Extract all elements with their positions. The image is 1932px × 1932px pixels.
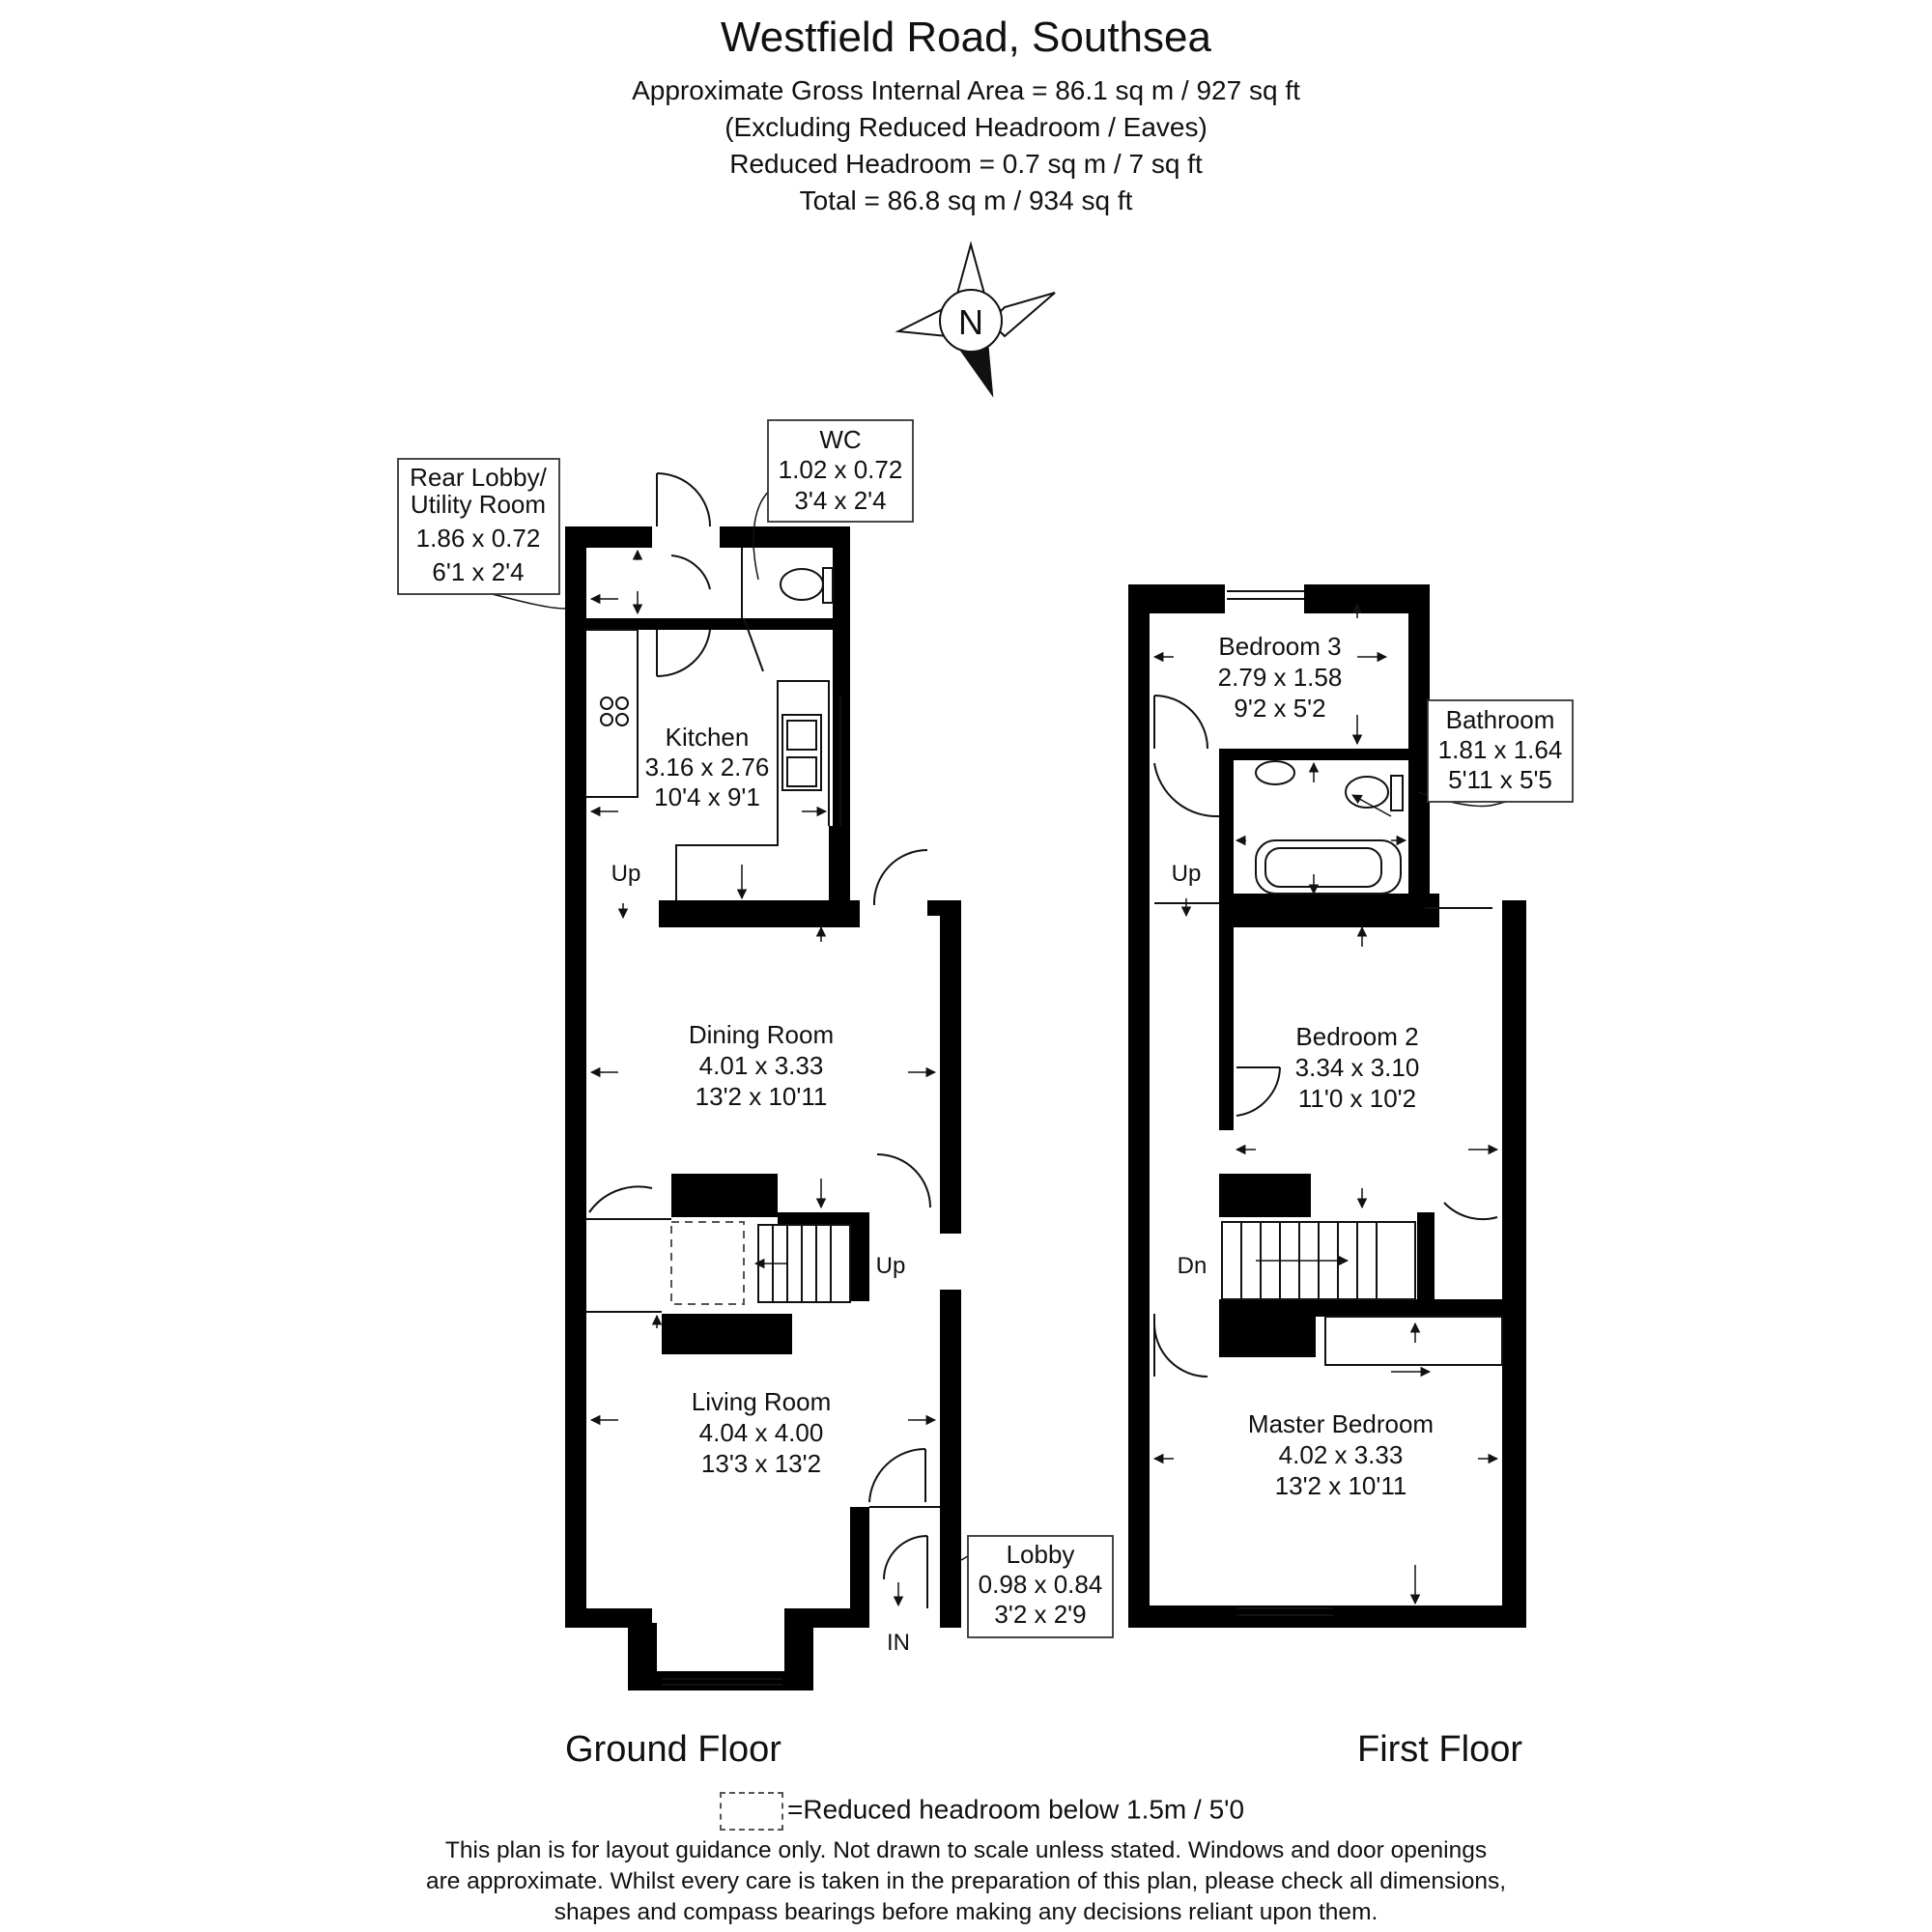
kitchen-imperial: 10'4 x 9'1 xyxy=(654,782,760,811)
living-metric: 4.04 x 4.00 xyxy=(699,1418,824,1447)
bedroom2-metric: 3.34 x 3.10 xyxy=(1295,1053,1420,1082)
area-line: Approximate Gross Internal Area = 86.1 s… xyxy=(632,75,1300,105)
ground-floor-label: Ground Floor xyxy=(565,1729,781,1770)
area-line: Total = 86.8 sq m / 934 sq ft xyxy=(799,185,1133,215)
compass-icon: N xyxy=(895,241,1056,398)
first-floor-walls xyxy=(1128,584,1526,1628)
dining-metric: 4.01 x 3.33 xyxy=(699,1051,824,1080)
bathroom-name: Bathroom xyxy=(1446,705,1555,734)
up-label: Up xyxy=(1172,861,1202,887)
disclaimer-line: This plan is for layout guidance only. N… xyxy=(444,1837,1488,1863)
up-label: Up xyxy=(611,861,641,887)
rear-lobby-name: Rear Lobby/ xyxy=(410,463,547,492)
wc-imperial: 3'4 x 2'4 xyxy=(794,486,886,515)
dining-imperial: 13'2 x 10'11 xyxy=(696,1082,828,1111)
living-name: Living Room xyxy=(692,1387,832,1416)
area-line: Reduced Headroom = 0.7 sq m / 7 sq ft xyxy=(729,149,1203,179)
dining-name: Dining Room xyxy=(689,1020,834,1049)
down-label: Dn xyxy=(1178,1253,1208,1279)
bedroom3-imperial: 9'2 x 5'2 xyxy=(1234,694,1325,723)
first-floor-label: First Floor xyxy=(1357,1729,1522,1770)
master-name: Master Bedroom xyxy=(1248,1409,1434,1438)
reduced-headroom-swatch xyxy=(720,1792,783,1831)
bedroom3-name: Bedroom 3 xyxy=(1218,632,1341,661)
legend: =Reduced headroom below 1.5m / 5'0 xyxy=(720,1792,1244,1831)
bathroom-imperial: 5'11 x 5'5 xyxy=(1448,765,1552,794)
bathroom-callout-box xyxy=(1427,699,1574,803)
lobby-name: Lobby xyxy=(1007,1540,1075,1569)
wc-metric: 1.02 x 0.72 xyxy=(779,455,903,484)
master-metric: 4.02 x 3.33 xyxy=(1279,1440,1404,1469)
ground-floor-walls xyxy=(565,526,961,1690)
rear-lobby-metric: 1.86 x 0.72 xyxy=(416,524,541,553)
bedroom2-imperial: 11'0 x 10'2 xyxy=(1298,1084,1416,1113)
kitchen-metric: 3.16 x 2.76 xyxy=(645,753,770,781)
lobby-imperial: 3'2 x 2'9 xyxy=(994,1600,1086,1629)
bedroom3-metric: 2.79 x 1.58 xyxy=(1218,663,1343,692)
disclaimer-line: are approximate. Whilst every care is ta… xyxy=(425,1868,1507,1894)
plan-title: Westfield Road, Southsea xyxy=(721,14,1211,61)
kitchen-name: Kitchen xyxy=(666,723,750,752)
up-label: Up xyxy=(876,1253,906,1279)
bedroom2-name: Bedroom 2 xyxy=(1295,1022,1418,1051)
rear-lobby-callout-box xyxy=(397,458,560,595)
living-imperial: 13'3 x 13'2 xyxy=(701,1449,821,1478)
compass-label: N xyxy=(958,302,983,342)
rear-lobby-name: Utility Room xyxy=(411,490,546,519)
lobby-callout-box xyxy=(967,1535,1114,1638)
area-line: (Excluding Reduced Headroom / Eaves) xyxy=(724,112,1208,142)
rear-lobby-imperial: 6'1 x 2'4 xyxy=(432,557,524,586)
wc-callout-box xyxy=(767,419,914,523)
entrance-label: IN xyxy=(887,1630,910,1656)
legend-text: =Reduced headroom below 1.5m / 5'0 xyxy=(787,1794,1245,1825)
bathroom-metric: 1.81 x 1.64 xyxy=(1438,735,1563,764)
wc-name: WC xyxy=(819,425,861,454)
master-imperial: 13'2 x 10'11 xyxy=(1275,1471,1407,1500)
lobby-metric: 0.98 x 0.84 xyxy=(979,1570,1103,1599)
disclaimer-line: shapes and compass bearings before makin… xyxy=(554,1899,1378,1925)
